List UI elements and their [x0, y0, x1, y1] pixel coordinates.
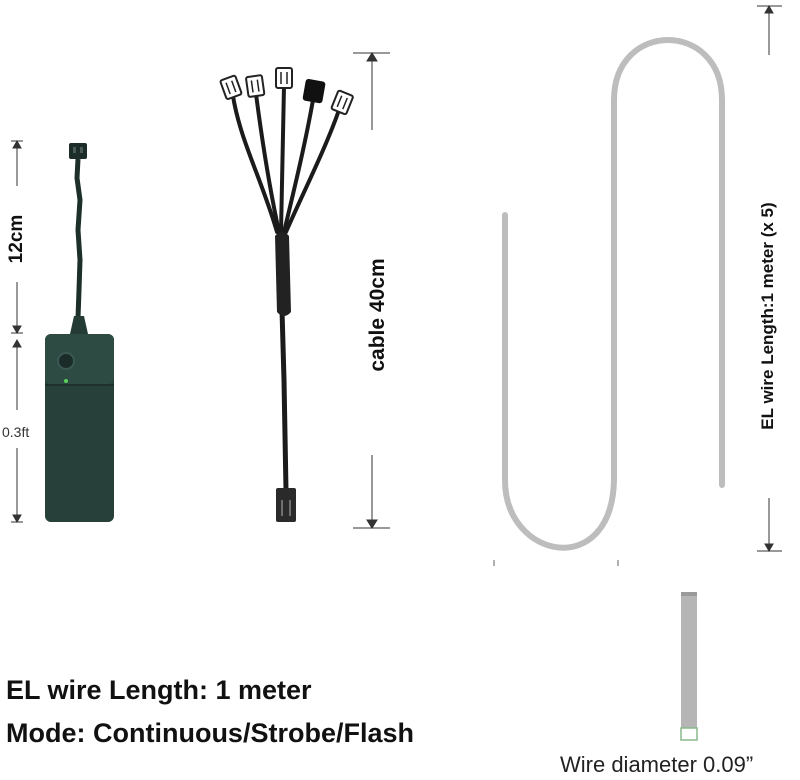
controller-connector	[69, 143, 87, 159]
splitter-connectors	[219, 67, 354, 522]
power-button	[57, 352, 75, 370]
el-wire-length-label: EL wire Length:1 meter (x 5)	[758, 202, 777, 430]
splitter-sleeve	[275, 232, 291, 316]
splitter-bottom-connector	[276, 488, 296, 522]
wire-diameter-label: Wire diameter 0.09”	[560, 752, 754, 777]
controller-dimension-lines	[11, 139, 23, 524]
el-wire-ticks	[493, 560, 619, 566]
el-wire-dimension-lines	[757, 4, 782, 553]
controller-length-label: 0.3ft	[2, 424, 30, 440]
wire-segment	[680, 592, 698, 741]
splitter-dimension-lines	[353, 52, 390, 529]
splitter-cable-label: cable 40cm	[366, 258, 389, 372]
controller-cable-length-label: 12cm	[6, 214, 27, 264]
spec-mode: Mode: Continuous/Strobe/Flash	[6, 718, 414, 748]
status-led	[64, 379, 68, 383]
el-wire	[502, 37, 725, 551]
controller-cable	[74, 158, 83, 319]
battery-controller	[45, 143, 114, 522]
spec-length: EL wire Length: 1 meter	[6, 675, 312, 705]
